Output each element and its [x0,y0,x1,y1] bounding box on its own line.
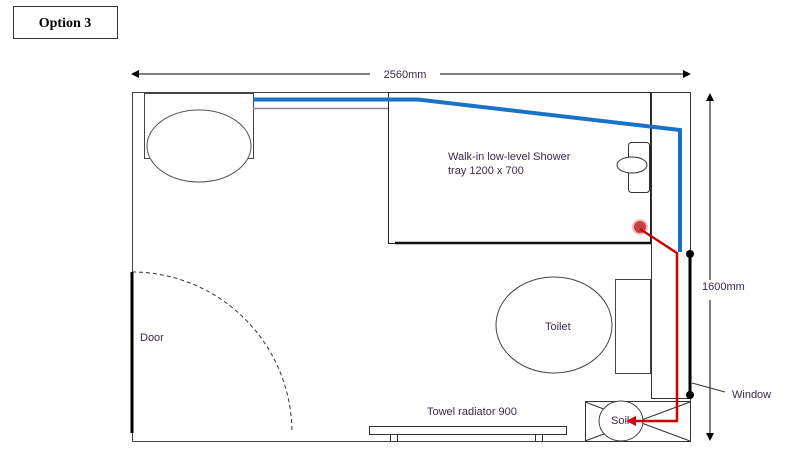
soil-label: Soil [611,415,629,427]
door-label: Door [140,332,164,344]
title-box [13,6,118,39]
shower-tray [388,92,651,244]
water-pipe [253,97,682,252]
radiator-leg [390,434,398,442]
towel-radiator [369,426,567,435]
shower-label-line1: Walk-in low-level Shower [448,151,571,163]
shower-label-line2: tray 1200 x 700 [448,165,524,177]
shower-valve [616,156,648,174]
window-leader [691,382,726,393]
window-end-dot [686,391,694,399]
door-swing [131,271,293,434]
toilet-label: Toilet [545,321,571,333]
height-label: 1600mm [702,281,745,293]
waste-pipe [626,227,679,426]
window-end-dot [686,250,694,258]
radiator-leg [535,434,543,442]
title: Option 3 [39,16,92,31]
pipe-boxing [651,92,691,399]
window-label: Window [732,389,771,401]
width-label: 2560mm [384,69,427,81]
towel-radiator-label: Towel radiator 900 [427,406,517,418]
toilet-cistern [615,279,651,374]
toilet [495,276,613,374]
basin [146,109,252,183]
